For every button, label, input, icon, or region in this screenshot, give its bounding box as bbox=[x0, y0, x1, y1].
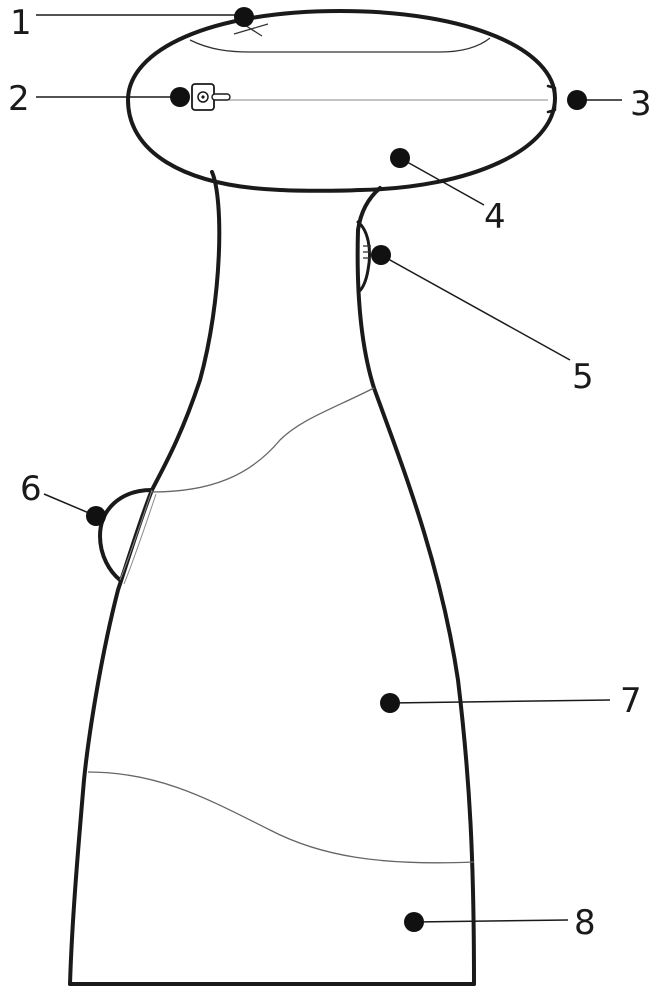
device-outline bbox=[68, 9, 557, 986]
protrusion-edge-2 bbox=[123, 493, 157, 585]
head-lock-icon bbox=[191, 83, 231, 111]
callouts: 1 2 3 4 5 6 bbox=[8, 3, 652, 943]
side-button bbox=[356, 220, 372, 294]
callout-label-4: 4 bbox=[484, 197, 506, 237]
callout-2: 2 bbox=[8, 79, 190, 119]
callout-label-3: 3 bbox=[630, 84, 652, 124]
device-head bbox=[126, 9, 557, 193]
head-ridge bbox=[189, 37, 491, 53]
lower-body-seam bbox=[87, 771, 475, 864]
device-body-right bbox=[355, 186, 476, 986]
callout-3: 3 bbox=[567, 84, 652, 124]
callout-7: 7 bbox=[380, 681, 642, 721]
callout-5: 5 bbox=[371, 245, 594, 397]
callout-label-5: 5 bbox=[572, 357, 594, 397]
callout-label-2: 2 bbox=[8, 79, 30, 119]
callout-8: 8 bbox=[404, 903, 596, 943]
callout-label-1: 1 bbox=[10, 3, 32, 43]
head-side-nub bbox=[546, 84, 557, 114]
callout-6: 6 bbox=[20, 469, 106, 526]
callout-label-7: 7 bbox=[620, 681, 642, 721]
protrusion-edge bbox=[119, 489, 153, 581]
device-body-left bbox=[68, 170, 222, 986]
callout-label-6: 6 bbox=[20, 469, 42, 509]
callout-1: 1 bbox=[10, 3, 254, 43]
upper-body-seam bbox=[151, 387, 375, 493]
side-protrusion bbox=[98, 488, 154, 582]
callout-label-8: 8 bbox=[574, 903, 596, 943]
callout-4: 4 bbox=[390, 148, 506, 237]
